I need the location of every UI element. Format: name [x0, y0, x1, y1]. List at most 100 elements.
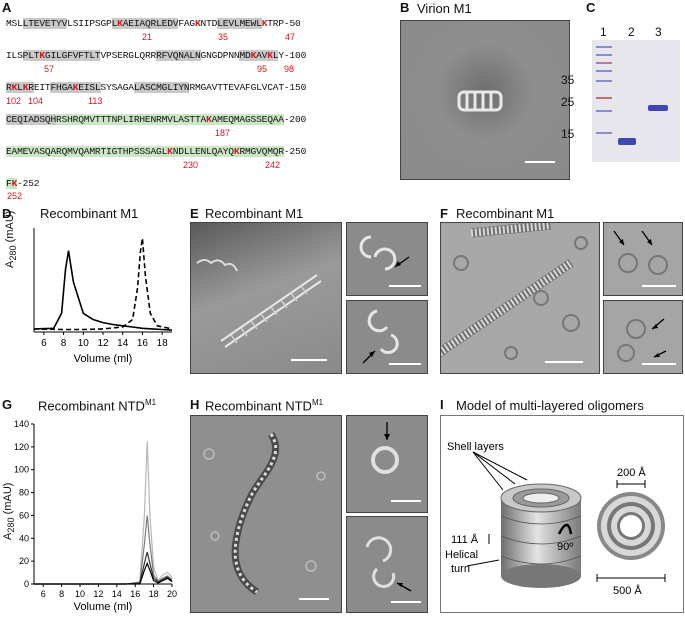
x-tick-label: 8	[61, 338, 67, 349]
x-tick-label: 6	[41, 589, 46, 599]
lys-21: 21	[142, 32, 153, 42]
panel-title-h: Recombinant NTDM1	[205, 398, 323, 413]
panel-title-h-sup: M1	[311, 398, 324, 407]
scale-bar	[391, 500, 421, 502]
panel-label-h: H	[190, 397, 200, 412]
lys-95: 95	[257, 64, 268, 74]
gel-image	[592, 40, 680, 162]
y-tick-label: 60	[19, 510, 29, 520]
micrograph-f-main	[440, 222, 600, 374]
lys-98: 98	[284, 64, 295, 74]
x-tick-label: 16	[137, 338, 149, 349]
y-tick-label: 140	[14, 419, 29, 429]
scale-bar	[545, 361, 583, 363]
rotation-icon	[557, 523, 573, 535]
panel-title-h-text: Recombinant NTD	[205, 398, 312, 414]
marker-25: 25	[561, 95, 575, 109]
micrograph-e-inset-1	[346, 222, 428, 296]
marker-15: 15	[561, 127, 575, 141]
lys-242: 242	[265, 160, 281, 170]
y-tick-label: 80	[19, 488, 29, 498]
virion-particle	[457, 90, 503, 112]
panel-title-b: Virion M1	[417, 1, 472, 16]
panel-title-g-text: Recombinant NTD	[38, 398, 145, 414]
y-tick-label: 40	[19, 533, 29, 543]
label-pitch: 111 Å	[451, 533, 479, 546]
micrograph-e-main	[190, 222, 342, 374]
label-shell-layers: Shell layers	[447, 441, 504, 453]
scale-bar	[525, 161, 555, 163]
x-tick-label: 20	[167, 589, 177, 599]
lys-113: 113	[88, 96, 103, 106]
panel-label-c: C	[586, 0, 596, 15]
x-tick-label: 18	[157, 338, 169, 349]
sequence-line-2: ILSPLTKGILGFVFTLTVPSERGLQRRRFVQNALNGNGDP…	[6, 50, 307, 61]
x-tick-label: 16	[130, 589, 140, 599]
x-tick-label: 8	[59, 589, 64, 599]
filament-field	[441, 223, 588, 360]
sequence-line-1: MSLLTEVETYVLSIIPSGPLKAEIAQRLEDVFAGKNTDLE…	[6, 18, 301, 29]
micrograph-h-main	[190, 415, 342, 613]
chart-g-xlabel: Volume (ml)	[74, 601, 133, 613]
panel-label-g: G	[2, 397, 13, 412]
lys-47: 47	[285, 32, 296, 42]
micrograph-e-inset-2	[346, 300, 428, 374]
scale-bar	[389, 285, 421, 287]
lys-252: 252	[7, 191, 23, 201]
panel-title-i: Model of multi-layered oligomers	[456, 398, 644, 413]
x-tick-label: 12	[97, 338, 109, 349]
lys-104: 104	[28, 96, 44, 106]
x-tick-label: 18	[149, 589, 159, 599]
panel-label-a: A	[2, 0, 12, 15]
label-inner-diameter: 200 Å	[617, 466, 646, 479]
scale-bar	[642, 363, 676, 365]
x-tick-label: 14	[112, 589, 122, 599]
y-tick-label: 20	[19, 556, 29, 566]
label-turn: turn	[451, 563, 470, 575]
lys-187: 187	[215, 128, 231, 138]
lys-35: 35	[218, 32, 229, 42]
series-line-dashed	[33, 238, 173, 331]
chart-g: 0 20 40 60 80 100 120 140 6 8 10 12 14 16 18 20 Volume…	[14, 419, 177, 613]
lys-102: 102	[6, 96, 22, 106]
x-tick-label: 10	[78, 338, 90, 349]
sequence-line-5: EAMEVASQARQMVQAMRTIGTHPSSSAGLKNDLLENLQAY…	[6, 146, 307, 157]
y-tick-label: 120	[14, 442, 29, 452]
lane-2-band	[618, 138, 636, 145]
chart-d-ylabel: A280 (mAU)	[4, 210, 19, 268]
panel-title-f: Recombinant M1	[456, 206, 555, 221]
panel-title-d: Recombinant M1	[40, 206, 139, 221]
scale-bar	[299, 598, 329, 600]
panel-title-e: Recombinant M1	[205, 206, 304, 221]
lane-3-band	[648, 105, 668, 111]
label-rotation: 90º	[557, 541, 573, 553]
panel-label-d: D	[2, 206, 12, 221]
marker-35: 35	[561, 73, 575, 87]
scale-bar	[391, 601, 421, 603]
x-tick-label: 10	[75, 589, 85, 599]
y-tick-label: 0	[24, 579, 29, 589]
sequence-line-4: CEQIADSQHRSHRQMVTTTNPLIRHENRMVLASTTAKAME…	[6, 114, 307, 125]
model-box: Shell layers 111 Å Helical turn 90º 200 …	[440, 415, 684, 613]
micrograph-h-inset-2	[346, 516, 428, 613]
lys-230: 230	[183, 160, 199, 170]
lane-1-label: 1	[600, 25, 607, 39]
micrograph-h-inset-1	[346, 415, 428, 513]
panel-label-b: B	[400, 0, 410, 15]
lys-57: 57	[44, 64, 55, 74]
model-diagram: Shell layers 111 Å Helical turn 90º 200 …	[445, 441, 666, 597]
panel-title-g-sup: M1	[144, 398, 157, 407]
y-tick-label: 100	[14, 465, 29, 475]
panel-label-e: E	[190, 206, 199, 221]
ntd-helix	[203, 432, 326, 595]
ladder-bands	[596, 46, 612, 134]
panel-label-i: I	[440, 397, 444, 412]
chart-d-xlabel: Volume (ml)	[74, 353, 133, 365]
series-line-solid	[33, 250, 173, 331]
chart-g-ylabel: A280 (mAU)	[2, 482, 17, 540]
x-tick-label: 12	[93, 589, 103, 599]
rings-top-view	[597, 492, 665, 560]
sequence-line-3: RKLKREITFHGAKEISLSYSAGALASCMGLIYNRMGAVTT…	[6, 82, 307, 93]
panel-label-f: F	[440, 206, 448, 221]
